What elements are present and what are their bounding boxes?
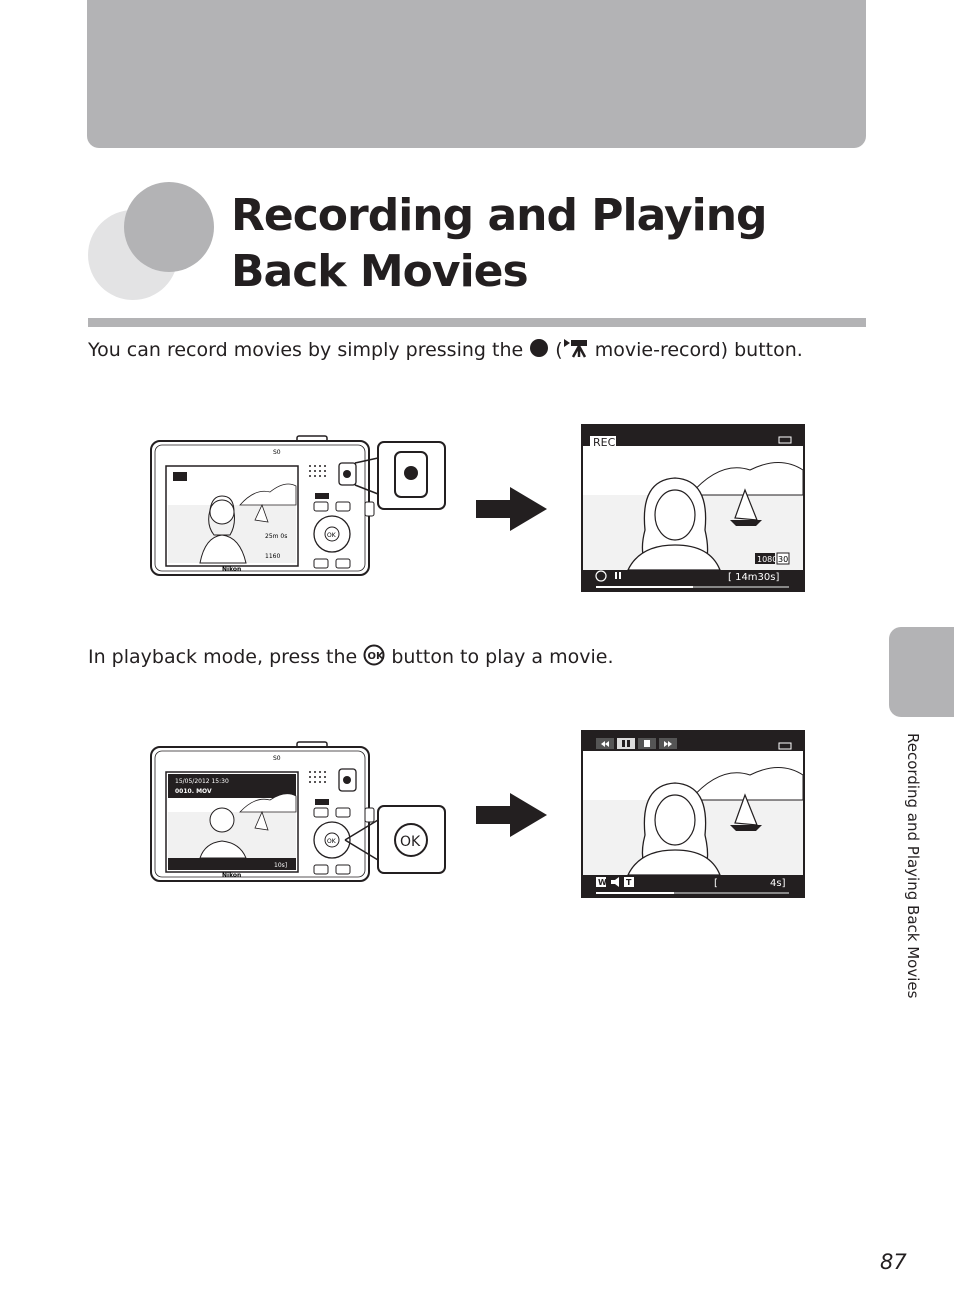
- camera-back-2: S0 15/05/2012 15:30 0010. MOV 10s] Nikon…: [150, 741, 375, 882]
- intro-text-before: You can record movies by simply pressing…: [88, 339, 524, 361]
- lcd-datetime: 15/05/2012 15:30: [175, 778, 229, 785]
- time-remaining: [ 14m30s]: [728, 572, 779, 583]
- illustration-playback: S0 15/05/2012 15:30 0010. MOV 10s] Nikon…: [150, 730, 805, 898]
- chapter-side-tab: [889, 627, 954, 717]
- zoom-t-label: T: [626, 878, 632, 887]
- camera-model-label-2: S0: [273, 755, 281, 762]
- page-title: Recording and Playing Back Movies: [231, 190, 768, 297]
- playback-screen: W T [ 4s]: [581, 730, 805, 898]
- lcd-shots-remaining: 1160: [265, 553, 280, 560]
- ok-button-label-2: OK: [327, 838, 337, 845]
- page-number: 87: [880, 1250, 907, 1274]
- right-arrow-icon-2: [476, 793, 547, 837]
- elapsed-bracket: [: [714, 878, 718, 889]
- camera-model-label: S0: [273, 449, 281, 456]
- playback-duration: 4s]: [770, 878, 786, 889]
- illustration-record: S0 25m 0s 1160 Nikon OK: [150, 424, 805, 592]
- playback-controls: [596, 738, 677, 749]
- record-button-icon: [529, 338, 549, 363]
- playback-text-before: In playback mode, press the: [88, 646, 358, 668]
- intro-text-paren: (: [555, 339, 563, 361]
- header-band: [87, 0, 866, 148]
- right-arrow-icon: [476, 487, 547, 531]
- camera-brand-label-2: Nikon: [222, 872, 241, 879]
- lcd-duration: 10s]: [274, 862, 287, 869]
- quality-badge: 1080: [757, 555, 777, 564]
- zoom-w-label: W: [598, 878, 607, 887]
- lcd-remaining-time: 25m 0s: [265, 533, 287, 540]
- recording-screen: REC 1080 30 [ 14m30s]: [581, 424, 805, 592]
- playback-paragraph: In playback mode, press the OK button to…: [88, 644, 613, 671]
- ok-callout: OK: [344, 805, 446, 874]
- playback-text-after: button to play a movie.: [391, 646, 614, 668]
- ok-button-icon: OK: [363, 644, 385, 671]
- camera-back-1: S0 25m 0s 1160 Nikon OK: [150, 435, 375, 576]
- rec-label: REC: [593, 436, 616, 449]
- camera-brand-label: Nikon: [222, 566, 241, 573]
- movie-camera-icon: [563, 338, 589, 363]
- chapter-circle-dark: [124, 182, 214, 272]
- lcd-filename: 0010. MOV: [175, 788, 212, 795]
- pause-icon[interactable]: [617, 738, 635, 749]
- side-tab-label: Recording and Playing Back Movies: [896, 733, 926, 1023]
- callout-ok-label: OK: [400, 834, 421, 850]
- intro-paragraph: You can record movies by simply pressing…: [88, 338, 803, 363]
- movie-record-callout: [354, 441, 446, 510]
- intro-text-after: movie-record) button.: [594, 339, 803, 361]
- fps-badge: 30: [778, 555, 788, 564]
- svg-text:OK: OK: [368, 651, 386, 662]
- title-rule: [88, 318, 866, 327]
- ok-button-label: OK: [327, 532, 337, 539]
- side-tab-text: Recording and Playing Back Movies: [904, 733, 922, 999]
